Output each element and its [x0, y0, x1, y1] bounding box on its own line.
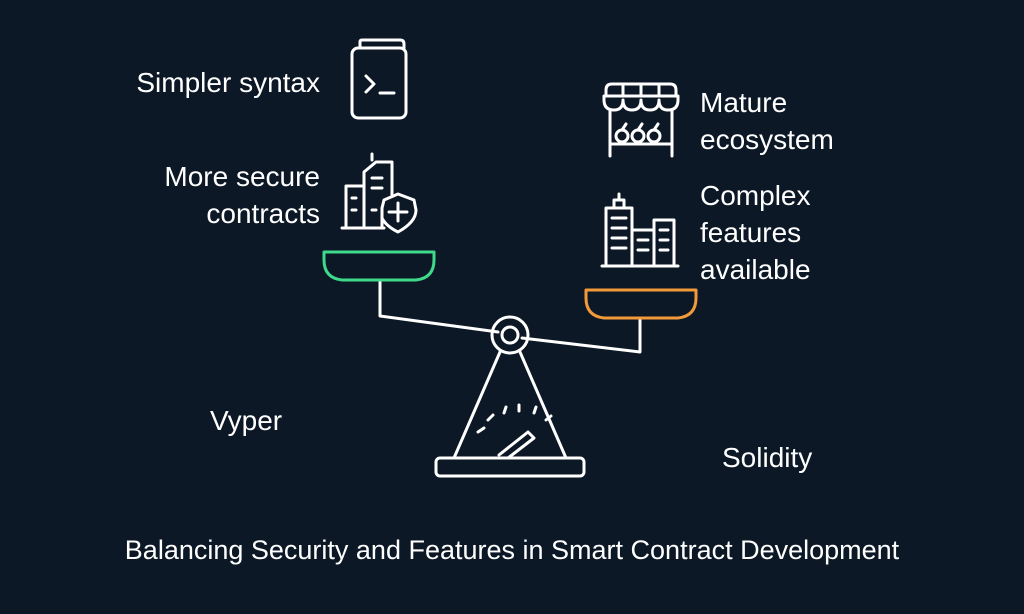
scale-beam: [378, 278, 500, 334]
label-vyper: Vyper: [210, 405, 283, 436]
label-complex-line1: Complex: [700, 180, 811, 211]
scale-beam-right: [520, 316, 642, 354]
label-complex-line3: available: [700, 254, 811, 285]
label-mature-line2: ecosystem: [700, 124, 834, 155]
label-mature-line1: Mature: [700, 87, 788, 118]
label-more-secure-line1: More secure: [164, 161, 320, 192]
scale-pivot-outer: [490, 315, 530, 355]
scale-pivot-inner: [500, 325, 520, 345]
label-solidity: Solidity: [722, 442, 813, 473]
market-stall-icon: [602, 82, 680, 158]
left-pan: [322, 250, 436, 282]
right-pan: [584, 288, 698, 320]
label-complex-line2: features: [700, 217, 802, 248]
label-simpler-syntax: Simpler syntax: [136, 67, 320, 98]
scale-stand: [452, 350, 568, 460]
balance-scale-icon: [378, 278, 642, 478]
terminal-book-icon: [350, 38, 408, 120]
label-more-secure-line2: contracts: [206, 198, 320, 229]
shield-building-icon: [340, 152, 418, 234]
scale-base: [434, 456, 586, 478]
page-title: Balancing Security and Features in Smart…: [124, 535, 900, 565]
city-buildings-icon: [600, 192, 680, 268]
gauge-icon: [476, 403, 553, 460]
